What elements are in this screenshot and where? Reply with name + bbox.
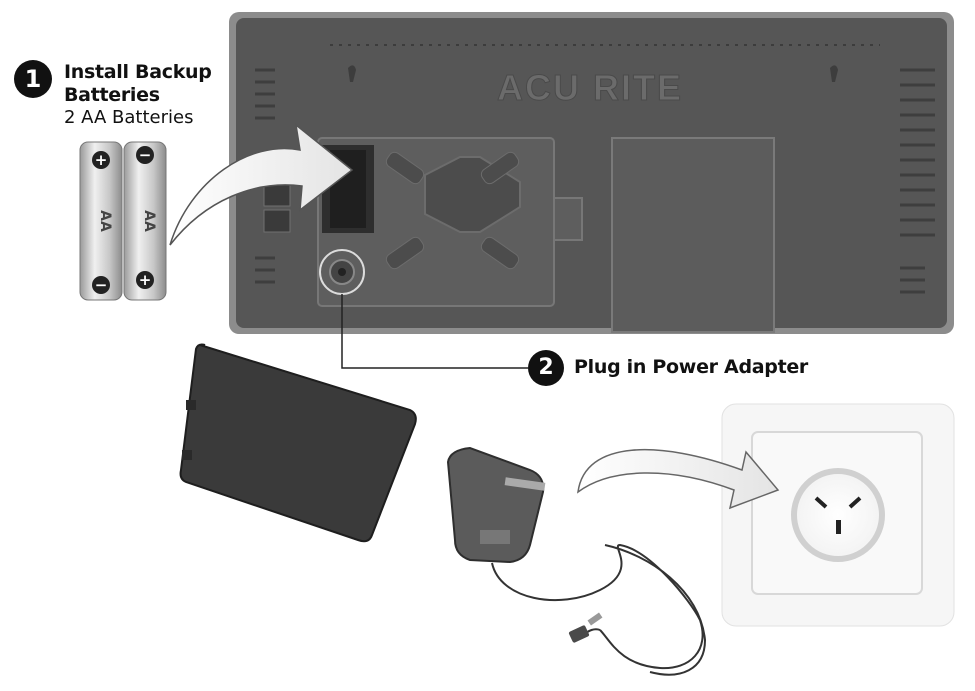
power-jack bbox=[319, 249, 365, 295]
side-button-top bbox=[263, 183, 291, 207]
power-adapter bbox=[446, 446, 707, 676]
device-back-panel: ACU RITE bbox=[229, 12, 954, 334]
plug-in-arrow bbox=[577, 449, 780, 510]
svg-text:+: + bbox=[95, 151, 108, 169]
side-button-bottom bbox=[263, 209, 291, 233]
aa-battery-right: − AA + bbox=[123, 141, 167, 301]
svg-text:+: + bbox=[139, 271, 152, 289]
aa-battery-left: + AA − bbox=[79, 141, 123, 301]
battery-compartment bbox=[317, 137, 583, 307]
keyhole-left bbox=[348, 65, 356, 82]
right-vent bbox=[900, 68, 935, 294]
left-vent bbox=[255, 68, 275, 284]
stand-recess bbox=[611, 137, 775, 333]
brand-logo: ACU RITE bbox=[497, 67, 683, 108]
step-2-badge: 2 bbox=[528, 350, 564, 386]
svg-text:−: − bbox=[95, 276, 108, 294]
step-1-title-line1: Install Backup bbox=[64, 61, 212, 83]
wall-outlet bbox=[721, 403, 955, 627]
step-1-badge: 1 bbox=[14, 60, 52, 98]
power-jack-leader-line bbox=[341, 294, 528, 369]
battery-cover bbox=[179, 343, 417, 543]
step-2-title: Plug in Power Adapter bbox=[574, 356, 809, 378]
keyhole-right bbox=[830, 65, 838, 82]
svg-text:−: − bbox=[139, 146, 152, 164]
step-1-subtitle: 2 AA Batteries bbox=[64, 107, 194, 128]
step-1-title-line2: Batteries bbox=[64, 84, 160, 106]
svg-text:AA: AA bbox=[97, 210, 113, 232]
svg-text:AA: AA bbox=[141, 210, 157, 232]
battery-insert-arrow bbox=[169, 123, 354, 246]
